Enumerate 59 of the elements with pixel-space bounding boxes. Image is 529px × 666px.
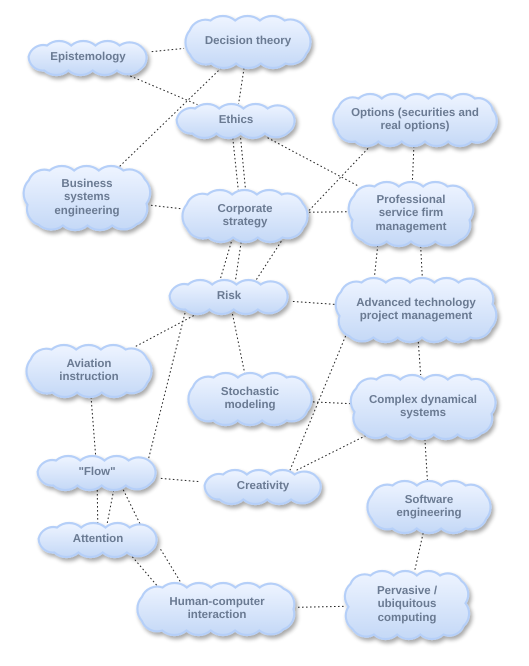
dotted-connector (312, 401, 350, 404)
dotted-connector (267, 137, 360, 187)
node-label: Software engineering (395, 494, 463, 520)
cloud-node (181, 190, 309, 242)
node-label: Corporate strategy (216, 202, 274, 230)
dotted-connector (240, 138, 246, 190)
node-label: Creativity (236, 480, 290, 494)
cloud-node (344, 571, 470, 639)
dotted-connector (412, 146, 414, 182)
dotted-connector (150, 204, 182, 210)
node-label: Epistemology (50, 51, 126, 65)
cloud-node (25, 345, 153, 397)
dotted-connector (160, 548, 182, 584)
node-label: Pervasive / ubiquitous computing (376, 585, 438, 625)
node-label: "Flow" (78, 466, 116, 480)
dotted-connector (160, 478, 201, 482)
dotted-connector (151, 48, 185, 52)
cloud-node (187, 373, 313, 425)
node-label: Professional service firm management (374, 194, 448, 234)
node-label: Business systems engineering (53, 178, 121, 218)
dotted-connector (238, 68, 245, 104)
node-label: Advanced technology project management (355, 296, 477, 324)
node-label: Decision theory (204, 35, 292, 49)
dotted-connector (418, 342, 422, 376)
dotted-connector (90, 396, 96, 456)
dotted-connector (132, 556, 158, 586)
cloud-node (184, 16, 312, 68)
dotted-connector (296, 435, 367, 471)
cloud-node (335, 278, 497, 342)
dotted-connector (148, 312, 186, 459)
cloud-node (366, 481, 492, 533)
dotted-connector (424, 438, 428, 482)
node-label: Complex dynamical systems (368, 394, 478, 420)
cloud-node (348, 182, 474, 246)
dotted-connector (106, 489, 114, 524)
node-label: Risk (216, 290, 242, 304)
cloud-node (136, 583, 298, 635)
dotted-connector (96, 490, 98, 524)
dotted-connector (298, 606, 344, 608)
dotted-connector (420, 246, 423, 278)
cloud-node (23, 166, 151, 230)
dotted-connector (308, 211, 348, 213)
dotted-connector (292, 300, 336, 305)
dotted-connector (289, 335, 346, 471)
node-label: Ethics (218, 114, 254, 128)
node-label: Options (securities and real options) (350, 106, 480, 134)
cloud-node (332, 94, 498, 146)
dotted-connector (232, 314, 246, 374)
node-label: Stochastic modeling (220, 386, 280, 412)
dotted-connector (232, 138, 239, 190)
node-label: Attention (72, 533, 124, 547)
dotted-connector (235, 242, 242, 280)
node-label: Human-computer interaction (168, 596, 266, 622)
dotted-connector (122, 489, 141, 524)
dotted-connector (414, 532, 424, 572)
dotted-connector (220, 241, 232, 280)
node-label: Aviation instruction (58, 358, 120, 384)
dotted-connector (256, 240, 282, 281)
cloud-node (350, 375, 496, 439)
